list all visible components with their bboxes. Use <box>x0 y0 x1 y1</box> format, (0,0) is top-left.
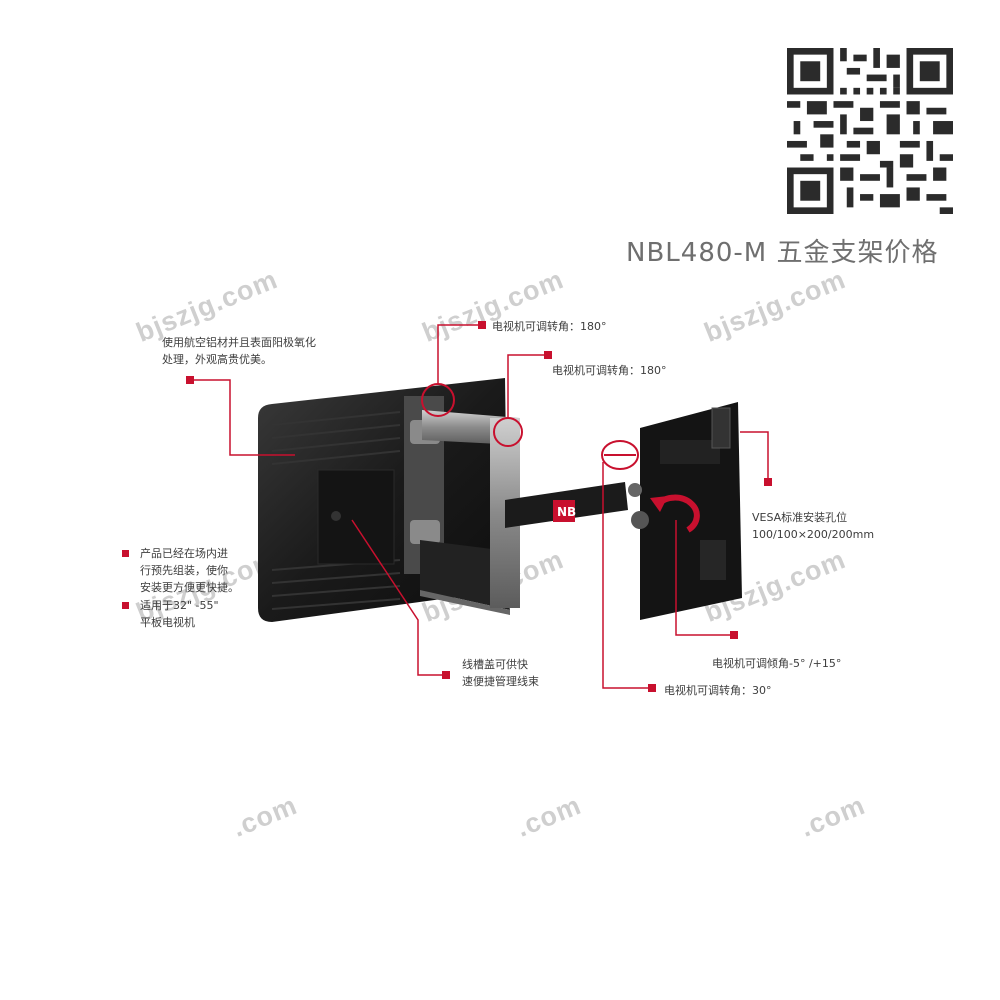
annotation-tilt: 电视机可调倾角-5° /+15° <box>712 657 842 670</box>
annotation-line: 产品已经在场内进 <box>140 547 228 560</box>
annotation-line: VESA标准安装孔位 <box>752 511 848 524</box>
annotation-preassembled: 产品已经在场内进 行预先组装，使你 安装更方便更快捷。 <box>140 545 239 596</box>
annotation-cable: 线槽盖可供快 速便捷管理线束 <box>462 656 539 690</box>
annotation-line: 速便捷管理线束 <box>462 675 539 688</box>
annotation-swivel-bottom: 电视机可调转角：30° <box>664 684 772 697</box>
annotation-swivel-top: 电视机可调转角：180° <box>492 320 607 333</box>
qr-code <box>787 48 953 214</box>
annotation-line: 平板电视机 <box>140 616 195 629</box>
annotation-vesa: VESA标准安装孔位 100/100×200/200mm <box>752 509 874 543</box>
annotation-line: 行预先组装，使你 <box>140 564 228 577</box>
annotation-swivel-mid: 电视机可调转角：180° <box>552 364 667 377</box>
annotation-fits: 适用于32" -55" 平板电视机 <box>140 597 219 631</box>
annotation-line: 使用航空铝材并且表面阳极氧化 <box>162 336 316 349</box>
annotation-aluminum: 使用航空铝材并且表面阳极氧化 处理，外观高贵优美。 <box>162 334 316 368</box>
bullet-marker <box>122 602 129 609</box>
annotation-line: 100/100×200/200mm <box>752 528 875 541</box>
annotation-line: 线槽盖可供快 <box>462 658 528 671</box>
svg-text:NB: NB <box>557 505 576 519</box>
page-title: NBL480-M 五金支架价格 <box>626 238 939 268</box>
annotation-line: 安装更方便更快捷。 <box>140 581 239 594</box>
annotation-line: 适用于32" -55" <box>140 599 219 612</box>
annotation-line: 处理，外观高贵优美。 <box>162 353 272 366</box>
bullet-marker <box>122 550 129 557</box>
